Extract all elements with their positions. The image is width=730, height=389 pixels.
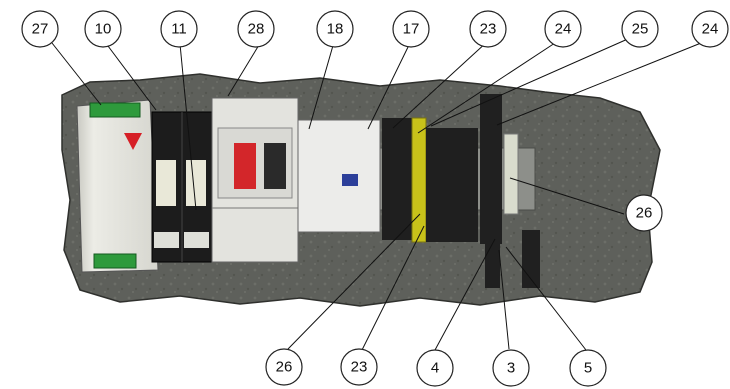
callout-label: 18: [327, 21, 344, 38]
callout-5: 5: [569, 349, 607, 387]
warning-arrow-icon: [124, 133, 142, 150]
ground-clip: [485, 232, 500, 288]
callout-label: 28: [248, 21, 265, 38]
callout-label: 4: [431, 360, 439, 377]
callout-24-right: 24: [691, 10, 729, 48]
callout-label: 17: [403, 21, 420, 38]
callout-10: 10: [84, 10, 122, 48]
callout-28: 28: [237, 10, 275, 48]
callout-11: 11: [160, 10, 198, 48]
callout-label: 23: [351, 359, 368, 376]
terminal-blocks: [382, 94, 519, 244]
callout-label: 3: [507, 360, 515, 377]
callout-label: 5: [584, 360, 592, 377]
callout-label: 23: [480, 21, 497, 38]
callout-label: 24: [555, 21, 572, 38]
callout-17: 17: [392, 10, 430, 48]
circuit-breaker: [211, 97, 299, 263]
relay-modules: [151, 111, 213, 263]
callout-23-bottom: 23: [340, 348, 378, 386]
bottom-connector: [93, 253, 137, 269]
callout-27: 27: [21, 10, 59, 48]
callout-label: 24: [702, 21, 719, 38]
callout-4: 4: [416, 349, 454, 387]
callout-3: 3: [492, 349, 530, 387]
leader-lines: [51, 37, 707, 351]
callout-24-top: 24: [544, 10, 582, 48]
callout-label: 26: [276, 359, 293, 376]
power-supply: [76, 99, 159, 273]
callout-label: 25: [632, 21, 649, 38]
callout-label: 11: [171, 21, 187, 38]
red-reset-button: [234, 143, 256, 189]
callout-18: 18: [316, 10, 354, 48]
top-connector: [89, 102, 141, 118]
callout-23-top: 23: [469, 10, 507, 48]
callout-label: 10: [95, 21, 112, 38]
callout-label: 27: [32, 21, 49, 38]
contactor: [297, 119, 381, 233]
callout-26-bottom: 26: [265, 348, 303, 386]
callout-25: 25: [621, 10, 659, 48]
callout-26-side: 26: [625, 194, 663, 232]
callout-label: 26: [636, 205, 653, 222]
